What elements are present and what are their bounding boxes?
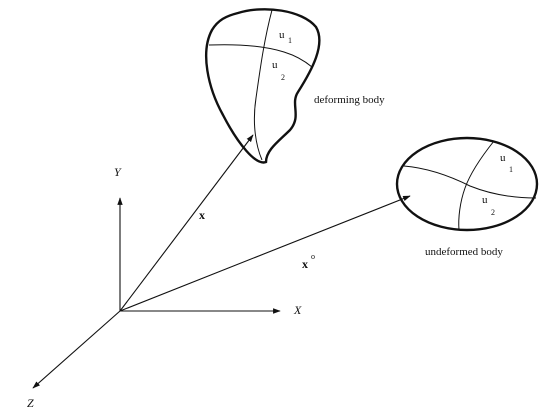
undeformed-body-u1-curve	[458, 140, 495, 231]
undeformed-body: u 1 u 2	[395, 136, 539, 232]
deforming-body-u1-curve	[253, 9, 273, 161]
deforming-body-u2-curve	[208, 44, 313, 68]
undeformed-u2-label: u	[482, 194, 488, 206]
deformed-position-vector	[119, 134, 254, 312]
z-axis-label: Z	[27, 396, 34, 410]
deforming-u1-subscript: 1	[288, 36, 292, 45]
deformed-vector-label: x	[199, 208, 205, 222]
undeformed-body-label: undeformed body	[425, 246, 503, 258]
deforming-u2-subscript: 2	[281, 73, 285, 82]
coordinate-axes	[32, 197, 281, 389]
y-axis-label: Y	[114, 165, 122, 179]
deforming-body: u 1 u 2	[205, 8, 321, 164]
undeformed-u1-label: u	[500, 152, 506, 164]
undeformed-u2-subscript: 2	[491, 208, 495, 217]
undeformed-vector-superscript: o	[311, 252, 315, 261]
undeformed-body-outline	[395, 136, 539, 232]
undeformed-position-vector	[119, 195, 411, 312]
deforming-u1-label: u	[279, 29, 285, 41]
undeformed-body-u2-curve	[403, 165, 537, 199]
undeformed-u1-subscript: 1	[509, 165, 513, 174]
deforming-u2-label: u	[272, 59, 278, 71]
undeformed-vector-label: x	[302, 257, 308, 271]
x-axis-label: X	[293, 303, 302, 317]
deforming-body-label: deforming body	[314, 94, 385, 106]
deforming-body-outline	[205, 8, 321, 164]
z-axis	[32, 310, 121, 389]
position-vectors	[119, 134, 411, 312]
